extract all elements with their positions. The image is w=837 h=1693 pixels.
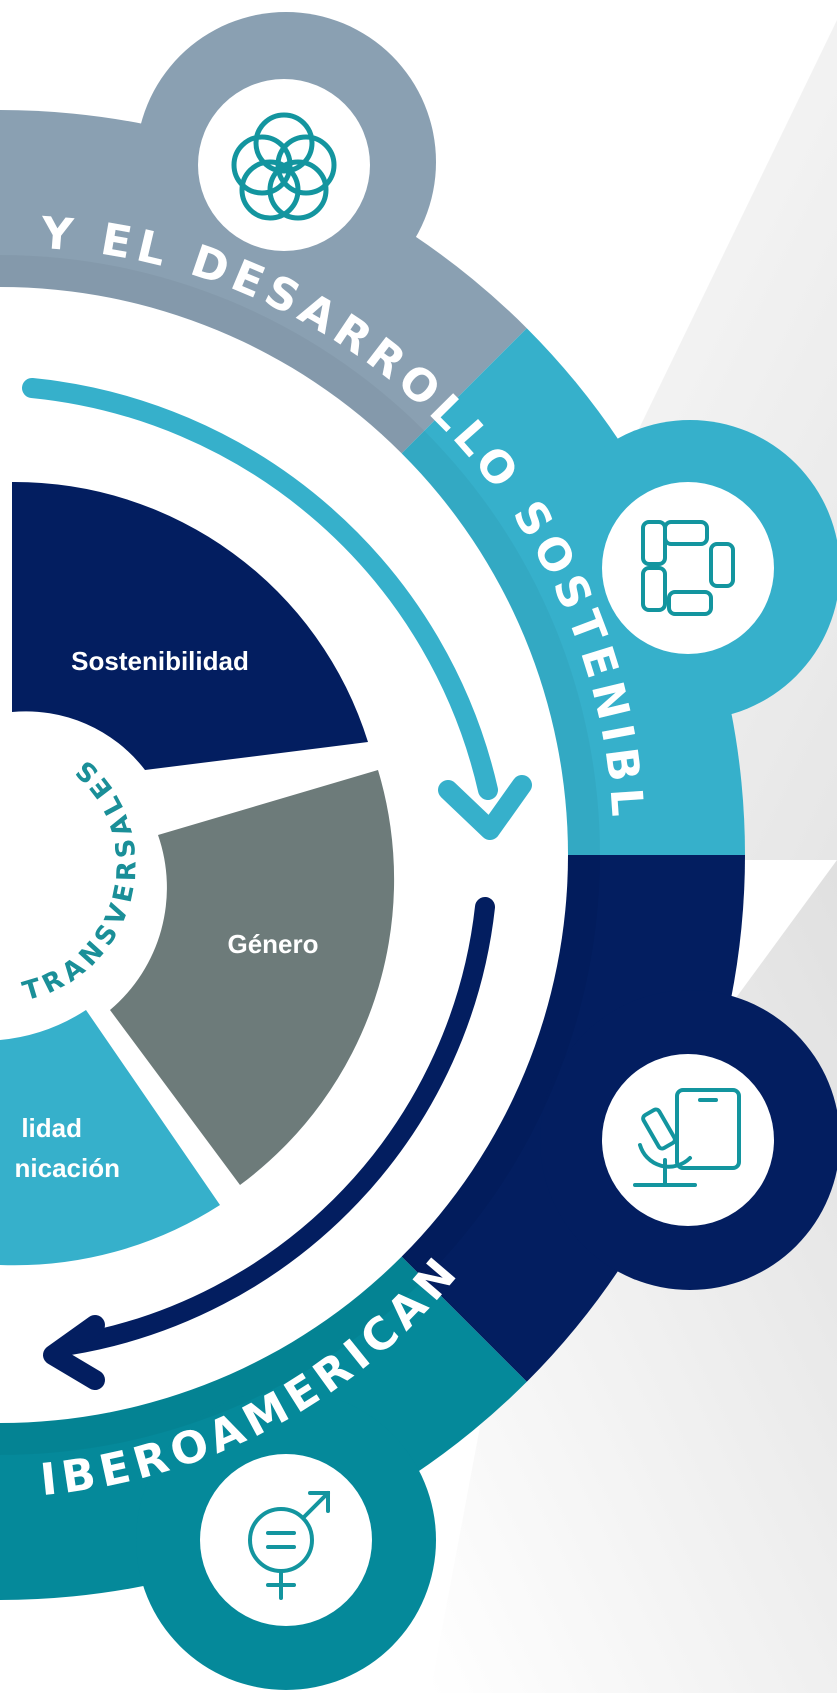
icon-badge-upper-right: [602, 482, 774, 654]
segment-sostenibilidad: [12, 481, 368, 770]
inner-pie: Sostenibilidad Género lidad nicación: [0, 481, 395, 1266]
segment-label-third-line1: lidad: [21, 1113, 82, 1143]
arrow-navy: [60, 897, 495, 1355]
hands-cooperation-icon: [641, 520, 735, 616]
flow-arrows: [22, 378, 532, 1390]
icon-badge-top: [198, 79, 370, 251]
arrow-light-blue: [22, 378, 498, 800]
flower-circles-icon: [231, 112, 337, 221]
arrow-navy-head: [43, 1315, 105, 1390]
segment-third: [0, 1010, 220, 1266]
segment-genero: [110, 770, 395, 1185]
segment-label-third-line2: nicación: [15, 1153, 120, 1183]
icon-badge-lower-right: [602, 1054, 774, 1226]
gender-equality-icon: [248, 1491, 330, 1600]
segment-label-genero: Género: [227, 929, 318, 959]
segment-label-sostenibilidad: Sostenibilidad: [71, 646, 249, 676]
arrow-light-blue-head: [438, 775, 532, 840]
icon-badge-bottom: [200, 1454, 372, 1626]
microscope-tablet-icon: [633, 1088, 741, 1187]
